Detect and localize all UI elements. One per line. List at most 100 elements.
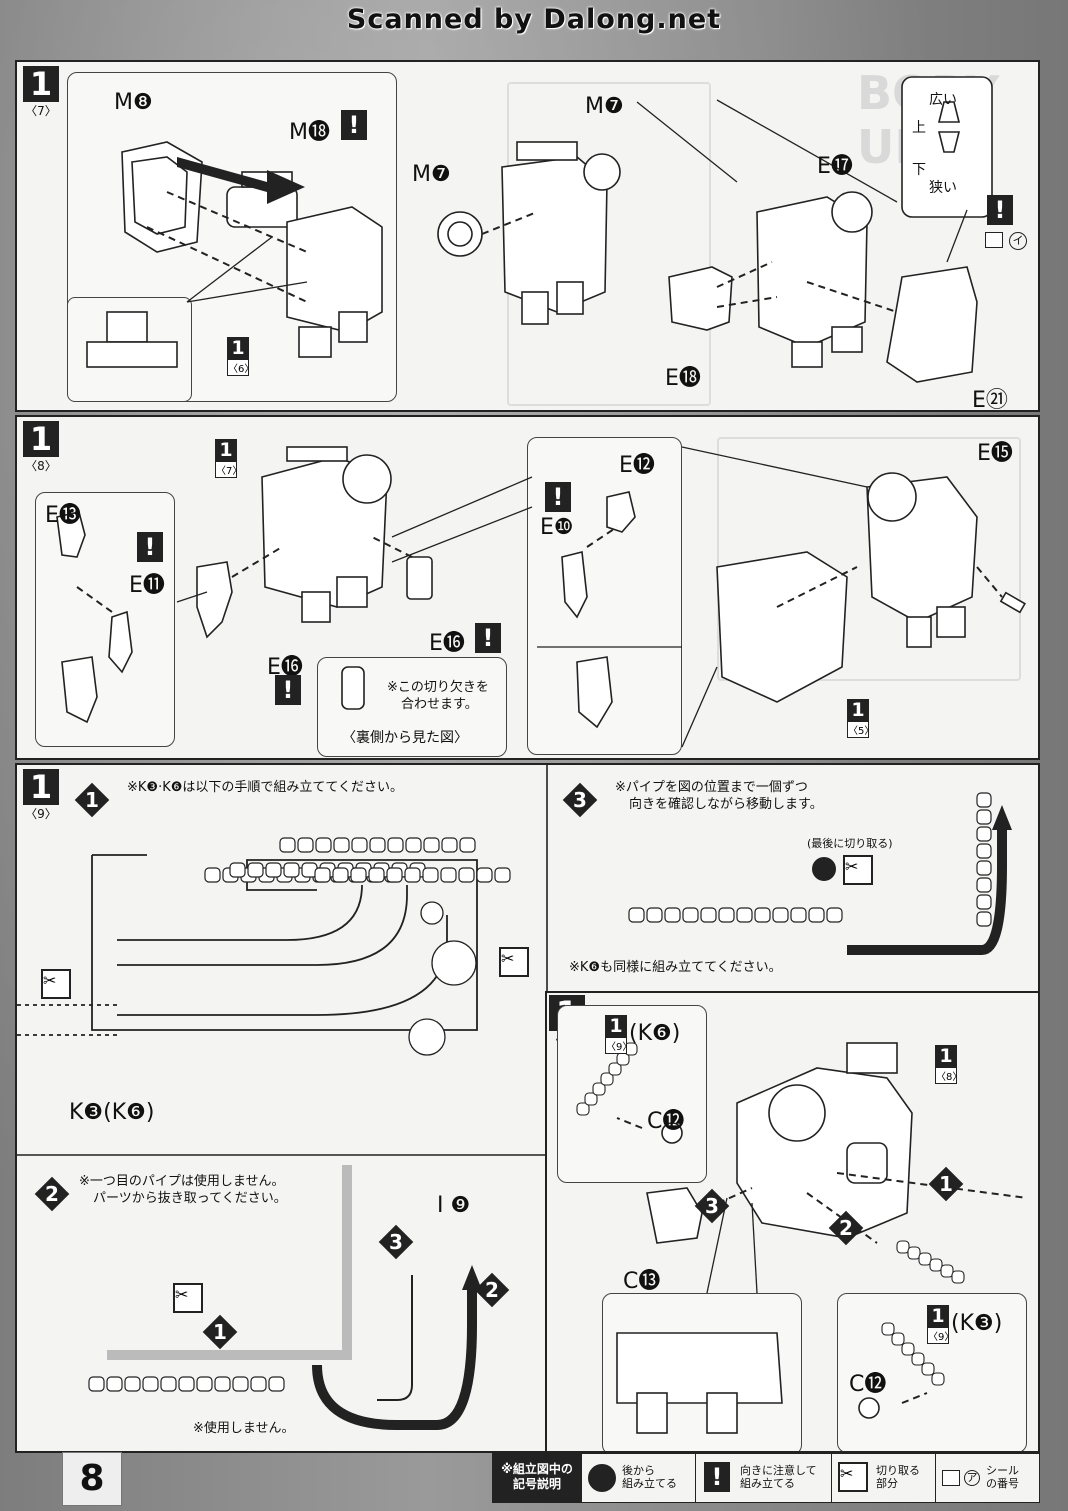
pipe-segment: [584, 1092, 598, 1106]
pipe-segment: [951, 1270, 965, 1284]
legend-orientation-care: ! 向きに注意して組み立てる: [695, 1454, 831, 1502]
step-badge: 1 〈7〉: [23, 66, 59, 119]
label-e12: E⓬: [619, 453, 655, 478]
pipe-segment: [700, 907, 717, 923]
pipe-segment: [250, 1376, 267, 1392]
label-e21: E㉑: [972, 388, 1008, 412]
pipe-segment: [314, 867, 331, 883]
step-badge: 1 〈9〉: [23, 769, 59, 822]
pipe-segment: [369, 837, 386, 853]
pipe-segment: [196, 1376, 213, 1392]
sticker-icon: [942, 1470, 960, 1486]
pipe-segment: [229, 862, 246, 878]
reference-step-badge: 1 〈5〉: [847, 699, 875, 738]
pipe-segment: [333, 837, 350, 853]
label-e15: E⓯: [977, 441, 1013, 466]
label-i9: I ❾: [437, 1193, 471, 1218]
pipe-segment: [682, 907, 699, 923]
pipe-part-label: K❸(K❻): [69, 1100, 155, 1125]
pipe-segment: [297, 837, 314, 853]
nipper-cut-icon: ✂: [173, 1283, 203, 1313]
unused-note: ※使用しません。: [193, 1421, 295, 1436]
step-badge: 1 〈8〉: [23, 421, 59, 474]
reference-step-badge: 1 〈7〉: [215, 439, 243, 478]
pipe-segment: [646, 907, 663, 923]
sticker-id: イ: [1009, 232, 1027, 250]
pipe-segment: [576, 1102, 590, 1116]
pipe-segment: [911, 1352, 925, 1366]
scan-watermark: Scanned by Dalong.net: [346, 4, 722, 35]
nipper-cut-icon: ✂: [499, 947, 529, 977]
panel4-drawing: [576, 1042, 1028, 1434]
seq-3-marker: 3: [378, 1224, 414, 1260]
nipper-cut-icon: ✂: [838, 1462, 868, 1492]
pipe-segment: [608, 1062, 622, 1076]
caution-icon: !: [275, 675, 301, 705]
seq-1-marker: 1: [202, 1314, 238, 1350]
pipe-segment: [124, 1376, 141, 1392]
pipe-segment: [976, 860, 992, 876]
label-c13: C⓭: [623, 1269, 661, 1294]
pipe-segment: [826, 907, 843, 923]
label-c12-top: C⓬: [647, 1109, 685, 1134]
reference-step-badge: 1 〈8〉: [935, 1045, 963, 1084]
label-e13: E⓭: [45, 503, 81, 528]
pipe-segment: [404, 867, 421, 883]
pipe-segment: [494, 867, 511, 883]
caution-icon: !: [545, 482, 571, 512]
pipe-segment: [896, 1240, 910, 1254]
assemble-later-icon: [588, 1464, 616, 1492]
pipe-segment: [351, 837, 368, 853]
caution-icon: !: [341, 110, 367, 140]
label-e16-right: E⓰: [429, 631, 465, 656]
pipe-segment: [772, 907, 789, 923]
label-m8: M❽: [114, 90, 153, 115]
label-e17: E⓱: [817, 154, 853, 179]
label-m18: M⓲: [289, 120, 330, 145]
sticker-icon: [985, 232, 1003, 248]
caution-icon: !: [475, 623, 501, 653]
pipe-segment: [976, 911, 992, 927]
symbol-legend: ※組立図中の 記号説明 後から組み立てる ! 向きに注意して組み立てる ✂ 切り…: [492, 1453, 1040, 1503]
pipe-segment: [142, 1376, 159, 1392]
gauge-down: 下: [912, 162, 926, 178]
pipe-segment: [476, 867, 493, 883]
seq-3-marker: 3: [694, 1188, 730, 1224]
pipe-k6-label: (K❻): [629, 1021, 681, 1046]
pipe-segment: [405, 837, 422, 853]
legend-assemble-later: 後から組み立てる: [581, 1454, 695, 1502]
pipe-segment: [350, 867, 367, 883]
pipe-segment: [881, 1322, 895, 1336]
pipe-segment: [88, 1376, 105, 1392]
caution-icon: !: [704, 1462, 730, 1492]
pipe-segment: [232, 1376, 249, 1392]
pipe-segment: [592, 1082, 606, 1096]
pipe-k6-inset: [557, 1005, 707, 1183]
pipe-segment: [423, 837, 440, 853]
pipe-segment: [754, 907, 771, 923]
pipe-segment: [976, 809, 992, 825]
seq-1-marker: 1: [928, 1166, 964, 1202]
label-c12-bottom: C⓬: [849, 1372, 887, 1397]
reference-step-badge: 1 〈9〉: [927, 1305, 955, 1344]
substep-2-marker: 2: [34, 1176, 70, 1212]
legend-cut-part: ✂ 切り取る部分: [831, 1454, 935, 1502]
pipe-segment: [931, 1372, 945, 1386]
pipe-segment: [664, 907, 681, 923]
pipe-segment: [178, 1376, 195, 1392]
label-e11: E⓫: [129, 573, 165, 598]
pipe-segment: [929, 1258, 943, 1272]
pipe-segment: [204, 867, 221, 883]
pipe-segment: [160, 1376, 177, 1392]
legend-sticker-number: ア シールの番号: [935, 1454, 1039, 1502]
pipe-segment: [940, 1264, 954, 1278]
pipe-segment: [628, 907, 645, 923]
panel1-drawing: [86, 76, 993, 383]
nipper-cut-icon: ✂: [41, 969, 71, 999]
pipe-segment: [976, 792, 992, 808]
reference-step-badge: 1 〈9〉: [605, 1015, 633, 1054]
pipe-segment: [921, 1362, 935, 1376]
caution-icon: !: [137, 532, 163, 562]
pipe-segment: [459, 837, 476, 853]
substep-1-note: ※K❸·K❻は以下の手順で組み立ててください。: [127, 780, 403, 795]
